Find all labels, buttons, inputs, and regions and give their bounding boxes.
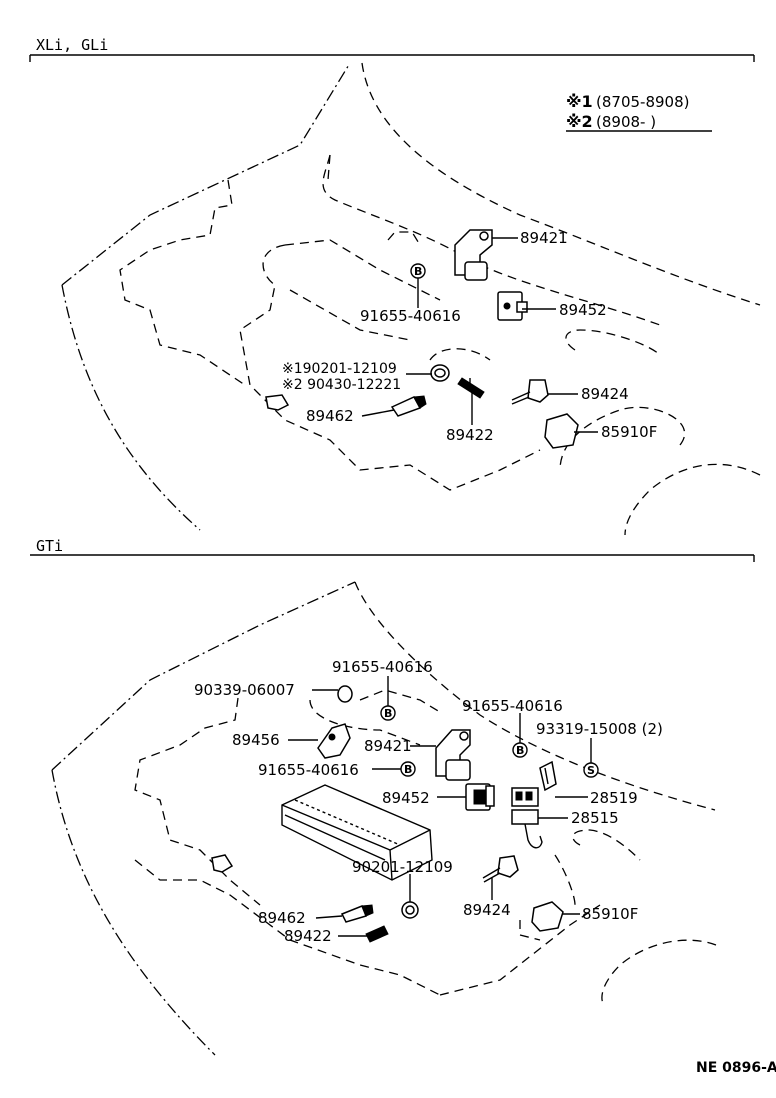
note-1-mark: ※1 xyxy=(566,92,593,111)
badge-b-bottom-1: B xyxy=(380,705,396,721)
label-89456-bottom: 89456 xyxy=(232,731,280,749)
badge-s-bottom: S xyxy=(583,762,599,778)
part-89452-top[interactable] xyxy=(497,291,528,321)
label-90201-12109-bottom: 90201-12109 xyxy=(352,858,453,876)
part-28519-bottom[interactable] xyxy=(539,760,557,792)
label-89452-bottom: 89452 xyxy=(382,789,430,807)
part-89462-bottom[interactable] xyxy=(340,904,374,923)
drawing-reference: NE 0896-A xyxy=(696,1060,776,1076)
section-header-bottom: GTi xyxy=(36,537,63,555)
label-28519-bottom: 28519 xyxy=(590,789,638,807)
engine-bay-outline-bottom xyxy=(51,581,717,1056)
label-28515-bottom: 28515 xyxy=(571,809,619,827)
part-89421-bottom[interactable] xyxy=(435,729,471,781)
label-89462-bottom: 89462 xyxy=(258,909,306,927)
label-89421-top: 89421 xyxy=(520,229,568,247)
label-89421-bottom: 89421 xyxy=(364,737,412,755)
svg-text:B: B xyxy=(384,707,392,720)
section-bottom: GTi xyxy=(30,537,776,1076)
label-90201-12109-top: ※190201-12109 xyxy=(282,361,397,377)
badge-b-bottom-2: B xyxy=(512,742,528,758)
part-85910f-top[interactable] xyxy=(544,413,579,449)
badge-b-top: B xyxy=(410,263,426,279)
label-91655-40616-bottom-c: 91655-40616 xyxy=(258,761,359,779)
label-90339-06007-bottom: 90339-06007 xyxy=(194,681,295,699)
svg-text:B: B xyxy=(414,265,422,278)
part-89452-bottom[interactable] xyxy=(465,783,495,811)
label-85910f-top: 85910F xyxy=(601,423,657,441)
label-89424-top: 89424 xyxy=(581,385,629,403)
badge-b-bottom-3: B xyxy=(400,761,416,777)
label-91655-40616-bottom-b: 91655-40616 xyxy=(462,697,563,715)
label-90430-12221-top: ※2 90430-12221 xyxy=(282,377,401,393)
label-89422-bottom: 89422 xyxy=(284,927,332,945)
label-85910f-bottom: 85910F xyxy=(582,905,638,923)
intake-plenum-bottom xyxy=(281,784,433,881)
note-2-text: (8908- ) xyxy=(596,113,656,131)
label-89424-bottom: 89424 xyxy=(463,901,511,919)
part-90339-06007-bottom[interactable] xyxy=(337,685,353,703)
svg-text:S: S xyxy=(587,764,595,777)
section-header-top: XLi, GLi xyxy=(36,36,108,54)
part-89424-bottom[interactable] xyxy=(482,855,519,883)
part-85910f-bottom[interactable] xyxy=(531,901,564,932)
part-89462-top[interactable] xyxy=(390,395,427,417)
part-small-clip-bottom xyxy=(211,854,234,873)
part-89421-top[interactable] xyxy=(454,229,493,281)
section-top: XLi, GLi ※1 (8705-8908) ※2 (8908- ) xyxy=(29,36,761,536)
svg-text:B: B xyxy=(516,744,524,757)
svg-text:B: B xyxy=(404,763,412,776)
label-93319-15008-bottom: 93319-15008 (2) xyxy=(536,720,663,738)
part-89424-top[interactable] xyxy=(511,379,549,405)
part-89422-bottom[interactable] xyxy=(365,925,389,943)
leaders-top xyxy=(361,237,598,433)
label-89462-top: 89462 xyxy=(306,407,354,425)
note-1-text: (8705-8908) xyxy=(596,93,689,111)
note-block: ※1 (8705-8908) ※2 (8908- ) xyxy=(566,92,712,132)
label-89422-top: 89422 xyxy=(446,426,494,444)
part-89422-top[interactable] xyxy=(457,377,485,399)
note-2-mark: ※2 xyxy=(566,112,593,131)
label-91655-40616-bottom-a: 91655-40616 xyxy=(332,658,433,676)
part-small-clip-top xyxy=(265,394,290,411)
part-90201-bracket-top[interactable] xyxy=(429,348,491,382)
label-91655-40616-top: 91655-40616 xyxy=(360,307,461,325)
label-89452-top: 89452 xyxy=(559,301,607,319)
leaders-bottom xyxy=(288,676,592,937)
part-28515-bottom[interactable] xyxy=(511,787,543,849)
part-89456-bottom[interactable] xyxy=(317,723,351,759)
engine-bay-outline-top xyxy=(61,62,761,536)
part-90201-12109-bottom[interactable] xyxy=(401,901,419,919)
